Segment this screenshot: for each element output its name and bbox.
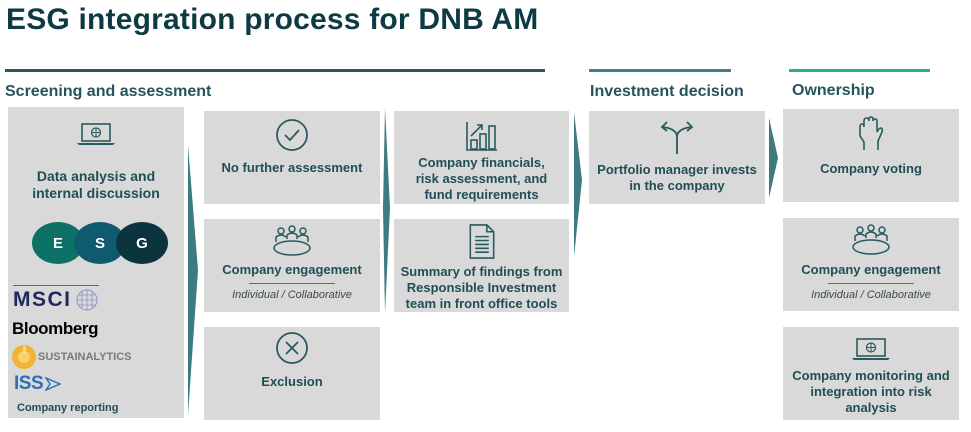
input-box-financials: Company financials, risk assessment, and… <box>394 111 569 204</box>
msci-logo-text: MSCI <box>13 288 72 311</box>
flow-arrow-3 <box>574 112 582 257</box>
outcome-sublabel: Individual / Collaborative <box>232 289 352 301</box>
document-icon <box>469 224 494 259</box>
raised-hand-icon <box>859 116 884 150</box>
ownership-box-voting: Company voting <box>783 109 959 202</box>
section-label-ownership: Ownership <box>792 82 875 99</box>
ownership-divider <box>828 283 914 284</box>
msci-logo: MSCI <box>13 288 98 312</box>
x-circle-icon <box>276 332 308 364</box>
iss-text: ISS <box>14 373 44 394</box>
meeting-table-icon <box>852 224 890 255</box>
ownership-label: Company engagement <box>801 262 941 277</box>
iss-logo: ISS <box>14 373 62 395</box>
flow-arrow-1 <box>188 145 198 415</box>
decision-box: Portfolio manager invests in the company <box>589 111 765 204</box>
sustainalytics-icon <box>12 345 36 369</box>
ownership-sublabel: Individual / Collaborative <box>811 289 931 301</box>
esg-circle-g: G <box>116 222 168 264</box>
laptop-globe-icon <box>77 123 115 145</box>
section-label-screening: Screening and assessment <box>5 83 212 100</box>
investment-rule <box>589 69 731 72</box>
check-circle-icon <box>276 119 308 151</box>
company-reporting-label: Company reporting <box>17 402 119 414</box>
split-arrow-icon <box>660 121 694 154</box>
flow-arrow-4 <box>769 118 778 198</box>
bar-chart-growth-icon <box>465 122 497 151</box>
meeting-table-icon <box>273 225 311 256</box>
input-box-summary: Summary of findings from Responsible Inv… <box>394 219 569 312</box>
screening-rule <box>5 69 545 72</box>
data-analysis-label: Data analysis and internal discussion <box>32 168 160 201</box>
outcome-box-no-further-assessment: No further assessment <box>204 111 380 204</box>
ownership-label: Company voting <box>820 161 922 176</box>
page-title: ESG integration process for DNB AM <box>6 3 539 36</box>
outcome-box-exclusion: Exclusion <box>204 327 380 420</box>
sources-divider <box>13 285 99 286</box>
outcome-box-company-engagement: Company engagement Individual / Collabor… <box>204 219 380 312</box>
outcome-label: Exclusion <box>261 374 323 389</box>
input-label: Company financials, risk assessment, and… <box>415 155 548 202</box>
input-label: Summary of findings from Responsible Inv… <box>400 264 563 311</box>
ownership-box-engagement: Company engagement Individual / Collabor… <box>783 218 959 311</box>
decision-label: Portfolio manager invests in the company <box>597 162 757 193</box>
esg-circles: E S G <box>32 222 168 264</box>
ownership-box-monitoring: Company monitoring and integration into … <box>783 327 959 420</box>
iss-arrow-icon <box>45 377 62 391</box>
msci-globe-icon <box>76 289 97 311</box>
flow-arrow-2 <box>383 108 390 313</box>
outcome-label: Company engagement <box>222 262 362 277</box>
ownership-rule <box>789 69 930 72</box>
data-analysis-box: Data analysis and internal discussion E … <box>8 107 184 418</box>
laptop-globe-icon <box>852 338 890 360</box>
section-label-investment: Investment decision <box>590 83 744 100</box>
sustainalytics-text: SUSTAINALYTICS <box>38 351 132 363</box>
bloomberg-logo: Bloomberg <box>12 319 99 338</box>
outcome-label: No further assessment <box>221 160 363 175</box>
sustainalytics-logo: SUSTAINALYTICS <box>11 344 132 370</box>
ownership-label: Company monitoring and integration into … <box>792 368 950 415</box>
outcome-divider <box>249 283 335 284</box>
